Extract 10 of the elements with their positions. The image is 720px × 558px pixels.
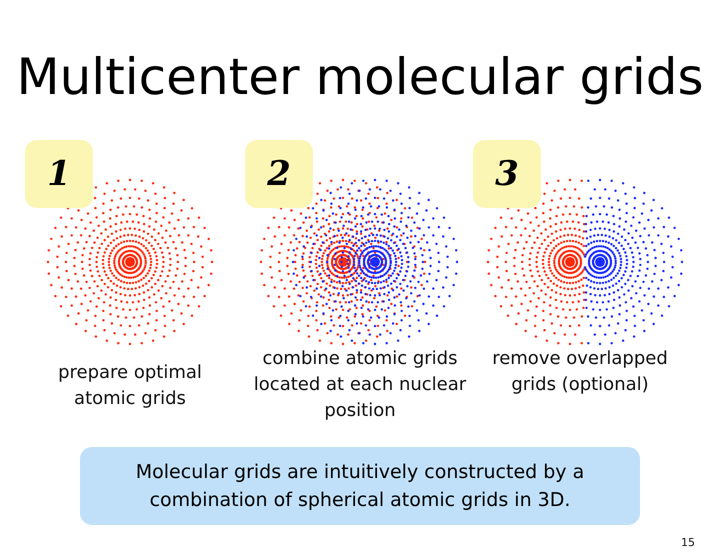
slide-title: Multicenter molecular grids [16, 48, 704, 106]
note-panel [80, 447, 640, 525]
step-caption: prepare optimal atomic grids [57, 361, 203, 411]
step-caption: remove overlapped grids (optional) [491, 347, 669, 397]
step-number-badge: 3 [473, 140, 541, 208]
step-number-badge: 2 [245, 140, 313, 208]
page-number: 15 [680, 535, 695, 551]
step-number-badge: 1 [25, 140, 93, 208]
step-caption: combine atomic grids located at each nuclear position [252, 347, 468, 423]
note-text: Molecular grids are intuitively constructed by a combination of spherical atomic grids in 3D. [134, 460, 586, 513]
